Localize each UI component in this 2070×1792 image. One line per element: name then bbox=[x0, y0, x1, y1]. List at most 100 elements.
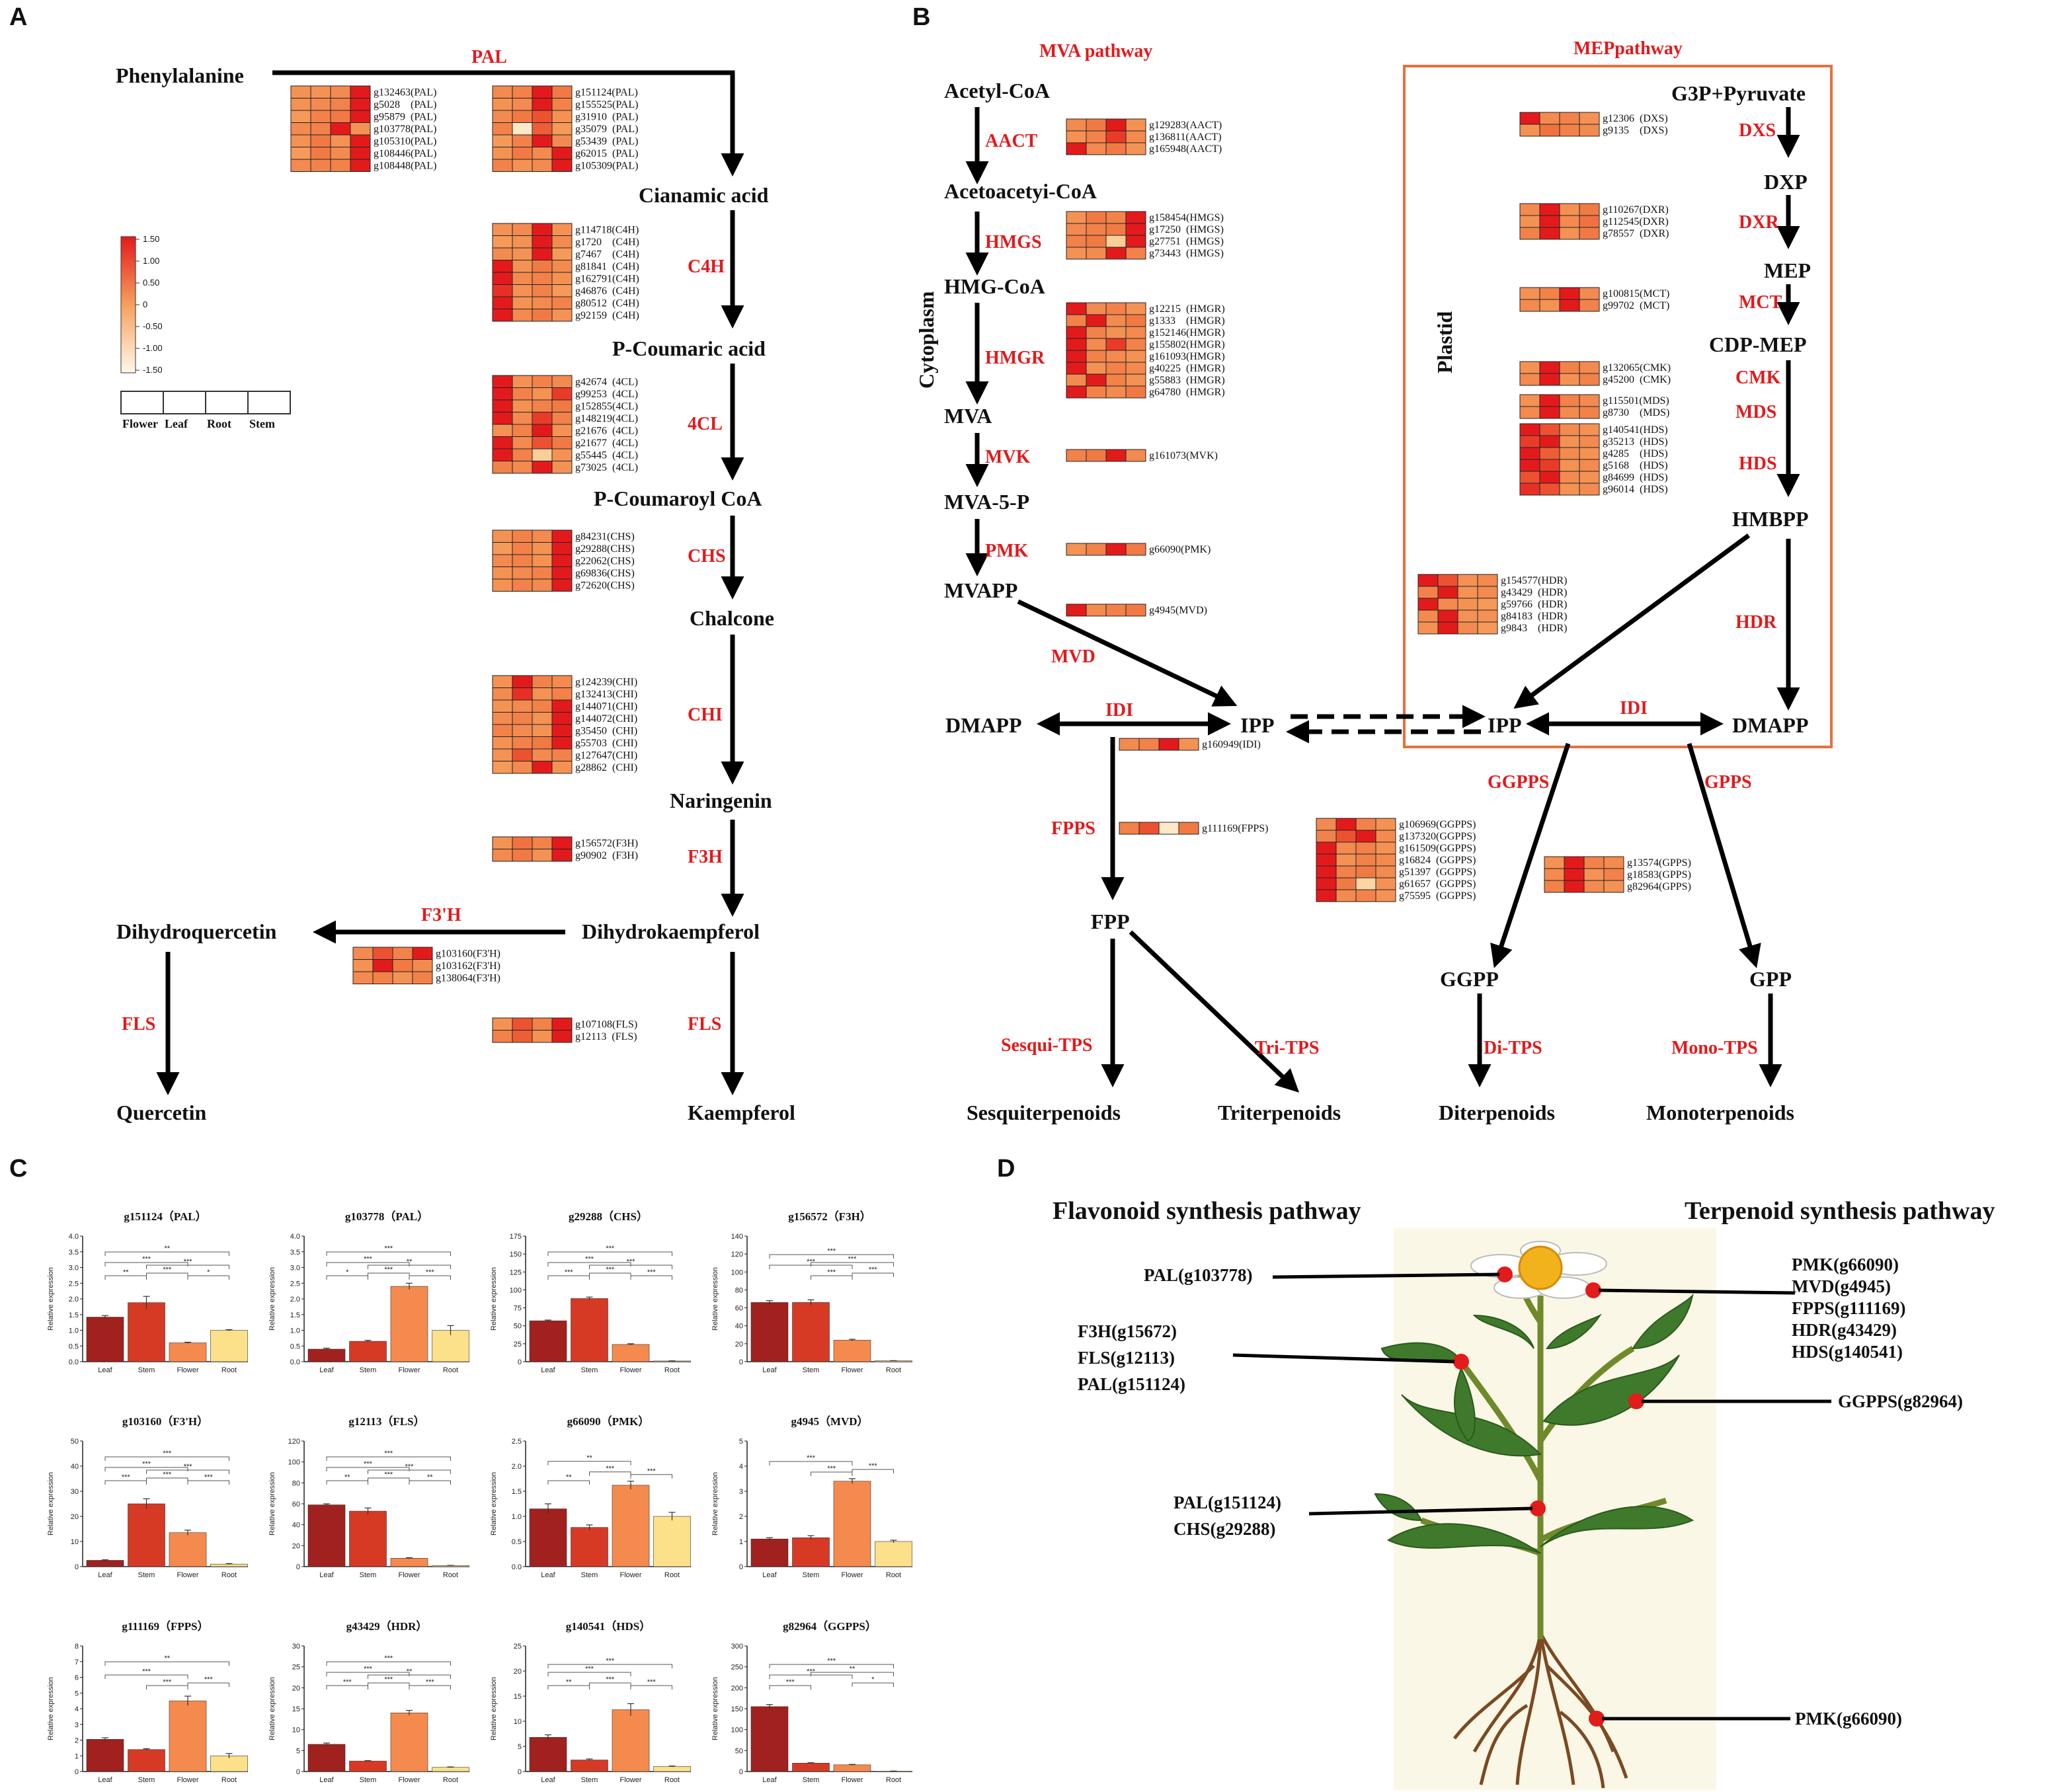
chart-significance-bracket bbox=[368, 1682, 410, 1687]
heatmap-f3ph: g103160(F3'H)g103162(F3'H)g138064(F3'H) bbox=[352, 947, 500, 984]
chart-significance-bracket bbox=[326, 1262, 410, 1266]
enzyme-f3h: F3H bbox=[688, 847, 723, 867]
chart-y-tick-label: 1.5 bbox=[290, 1311, 300, 1319]
chart-significance-label: *** bbox=[384, 1471, 393, 1479]
chart-y-tick-label: 50 bbox=[735, 1747, 743, 1755]
chart-bar bbox=[571, 1760, 608, 1772]
heatmap-cell bbox=[1066, 118, 1087, 132]
gene-label: g144072(CHI) bbox=[575, 713, 637, 724]
gene-label: g35079 (PAL) bbox=[575, 124, 638, 135]
heatmap-cell bbox=[330, 122, 351, 136]
chart-y-tick-label: 10 bbox=[292, 1727, 300, 1734]
node-mva-5-p: MVA-5-P bbox=[944, 490, 1029, 514]
gene-label: g84699 (HDS) bbox=[1603, 472, 1668, 483]
chart-bar bbox=[307, 1504, 346, 1567]
heatmap-cell bbox=[1559, 394, 1580, 407]
heatmap-cell bbox=[492, 424, 513, 437]
chart-significance-label: * bbox=[346, 1268, 349, 1276]
heatmap-cell bbox=[290, 134, 311, 147]
gene-label: g53439 (PAL) bbox=[575, 136, 638, 147]
chart-x-tick-label: Flower bbox=[398, 1776, 420, 1784]
heatmap-cell bbox=[492, 110, 513, 123]
heatmap-cell bbox=[1066, 543, 1087, 556]
heatmap-cell bbox=[492, 836, 513, 849]
chart-x-tick-label: Leaf bbox=[98, 1571, 112, 1579]
heatmap-cell bbox=[1105, 543, 1127, 556]
chart-y-tick-label: 2.5 bbox=[290, 1280, 300, 1288]
gene-label: g40225 (HMGR) bbox=[1149, 363, 1225, 374]
chart-significance-label: *** bbox=[647, 1467, 657, 1475]
heatmap-cell bbox=[1086, 235, 1107, 248]
heatmap-cell bbox=[1539, 406, 1560, 419]
heatmap-cell bbox=[1579, 406, 1600, 419]
chart-y-tick-label: 25 bbox=[514, 1341, 522, 1348]
chart-significance-bracket bbox=[589, 1265, 672, 1269]
gene-label: g152855(4CL) bbox=[575, 401, 638, 412]
heatmap-cell bbox=[512, 578, 533, 592]
heatmap-cell bbox=[492, 566, 513, 580]
heatmap-cell bbox=[512, 296, 533, 309]
chart-significance-label: *** bbox=[184, 1258, 193, 1266]
heatmap-cell bbox=[310, 122, 331, 136]
heatmap-cell bbox=[1417, 574, 1439, 587]
heatmap-cell bbox=[532, 85, 553, 98]
heatmap-cell bbox=[532, 284, 553, 297]
enzyme-pmk: PMK bbox=[985, 541, 1029, 561]
enzyme-mono-tps: Mono-TPS bbox=[1671, 1038, 1758, 1058]
chart-x-tick-label: Stem bbox=[803, 1571, 820, 1579]
gene-label: g13574(GPPS) bbox=[1627, 857, 1691, 869]
chart-bar bbox=[86, 1317, 124, 1362]
heatmap-cell bbox=[512, 147, 533, 160]
heatmap-cell bbox=[1539, 459, 1560, 472]
chart-significance-bracket bbox=[589, 1682, 631, 1687]
chart-significance-bracket bbox=[368, 1469, 451, 1474]
heatmap-cell bbox=[330, 159, 351, 172]
heatmap-cell bbox=[1559, 112, 1580, 125]
enzyme-sesqui-tps: Sesqui-TPS bbox=[1001, 1035, 1093, 1056]
heatmap-cell bbox=[1519, 227, 1540, 240]
heatmap-cell bbox=[1125, 247, 1146, 260]
heatmap-cell bbox=[512, 448, 533, 461]
gene-label: g112545(DXR) bbox=[1603, 216, 1669, 227]
chart-y-tick-label: 0 bbox=[739, 1358, 743, 1366]
heatmap-cell bbox=[1355, 889, 1376, 902]
gene-label: g156572(F3H) bbox=[575, 838, 638, 849]
chart-ylabel: Relative expression bbox=[711, 1472, 719, 1536]
chart-significance-bracket bbox=[630, 1474, 672, 1479]
chart-y-tick-label: 80 bbox=[292, 1479, 300, 1487]
heatmap-cell bbox=[551, 578, 573, 592]
heatmap-cell bbox=[1583, 856, 1605, 869]
legend-column-label: Root bbox=[207, 417, 231, 430]
heatmap-cell bbox=[1066, 247, 1087, 260]
heatmap-pmk: g66090(PMK) bbox=[1066, 543, 1211, 556]
enzyme-c4h: C4H bbox=[688, 256, 725, 277]
chart-ylabel: Relative expression bbox=[47, 1677, 55, 1740]
chart-y-tick-label: 0 bbox=[75, 1768, 79, 1776]
chart-x-tick-label: Leaf bbox=[319, 1571, 334, 1579]
heatmap-dxr: g110267(DXR)g112545(DXR)g78557 (DXR) bbox=[1519, 203, 1669, 240]
heatmap-cell bbox=[1519, 112, 1540, 125]
chart-y-tick-label: 50 bbox=[71, 1438, 79, 1446]
legend-column-box bbox=[120, 391, 164, 414]
chart-y-tick-label: 60 bbox=[735, 1305, 743, 1313]
chart-x-tick-label: Stem bbox=[581, 1366, 598, 1374]
heatmap-cell bbox=[1119, 738, 1140, 751]
chart-significance-label: *** bbox=[405, 1463, 415, 1471]
node-ggpp: GGPP bbox=[1440, 967, 1499, 991]
heatmap-cell bbox=[551, 412, 573, 425]
chart-significance-bracket bbox=[811, 1262, 894, 1266]
heatmap-cell bbox=[1457, 621, 1478, 635]
chart-x-tick-label: Flower bbox=[619, 1776, 641, 1784]
chart-significance-label: ** bbox=[427, 1473, 433, 1481]
heatmap-fls: g107108(FLS)g12113 (FLS) bbox=[492, 1017, 637, 1043]
heatmap-cell bbox=[1086, 142, 1107, 155]
gene-label: g42674 (4CL) bbox=[575, 377, 638, 388]
bar-chart: g156572（F3H）Relative expression020406080… bbox=[711, 1210, 912, 1374]
flower bbox=[1470, 1241, 1607, 1299]
heatmap-cell bbox=[532, 110, 553, 123]
heatmap-cell bbox=[532, 542, 553, 555]
chart-significance-bracket bbox=[326, 1467, 410, 1471]
heatmap-cell bbox=[1066, 235, 1087, 248]
chart-bar bbox=[792, 1538, 830, 1567]
chart-title: g140541（HDS） bbox=[566, 1619, 651, 1633]
